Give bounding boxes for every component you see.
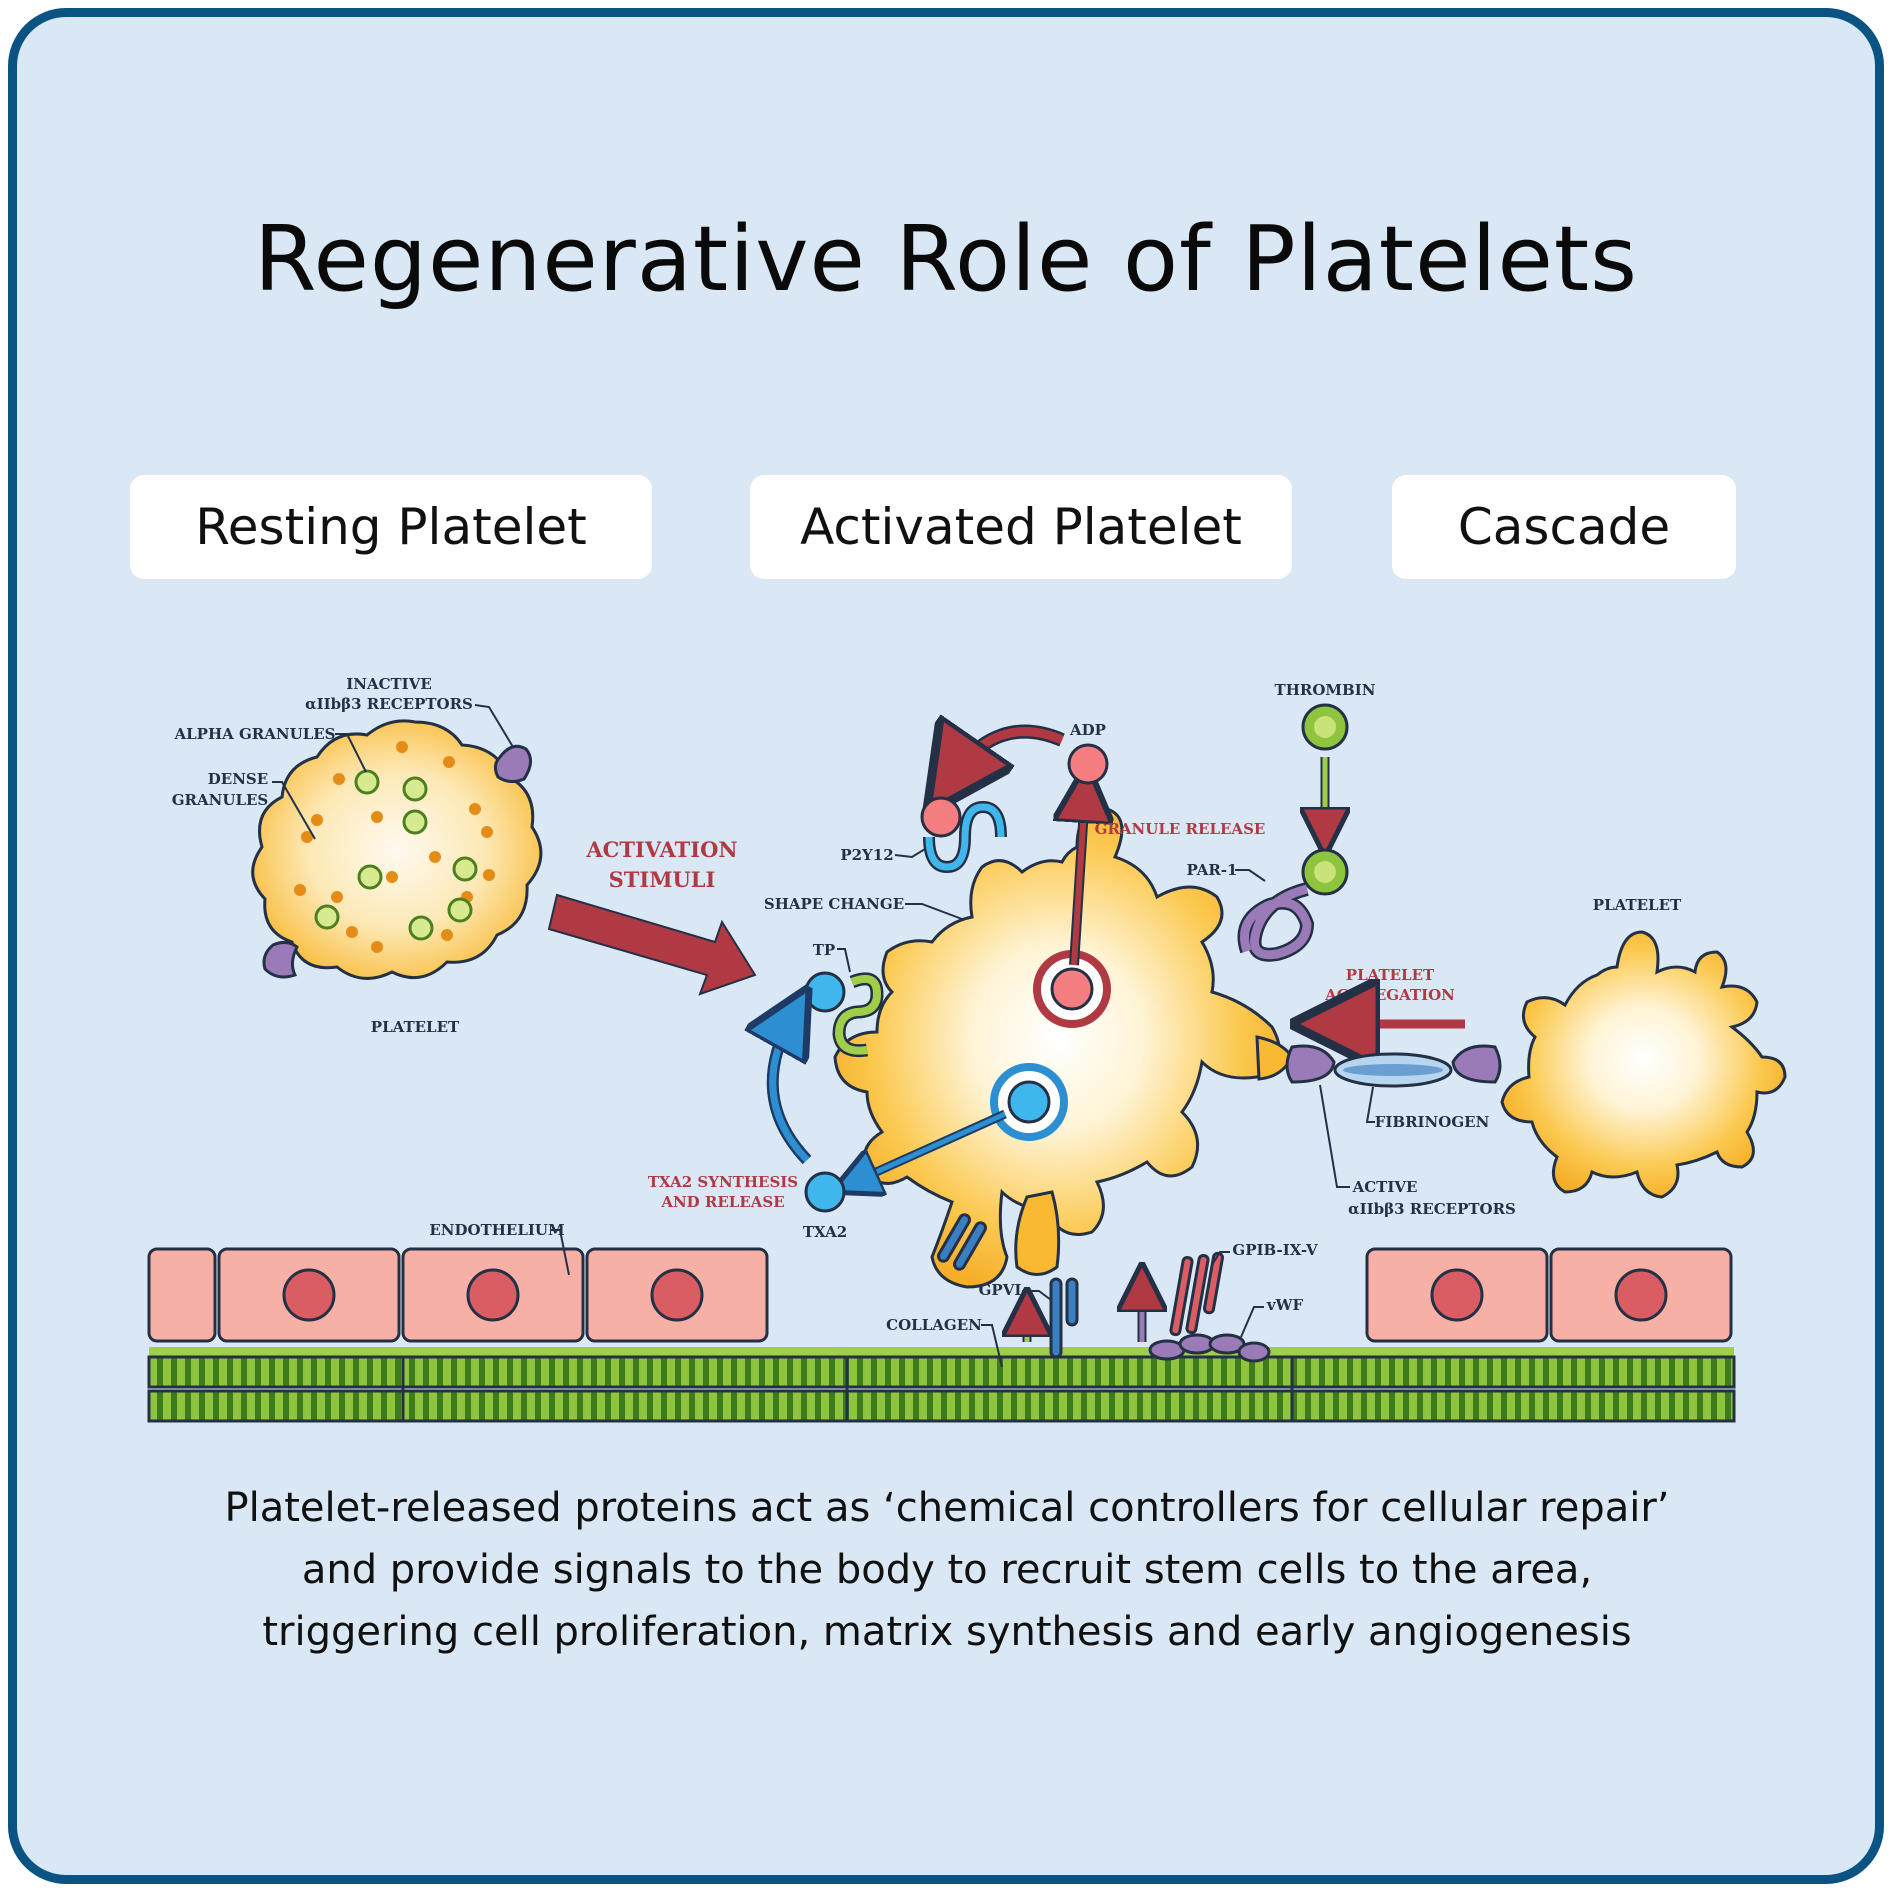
label-endothelium: ENDOTHELIUM: [429, 1221, 564, 1239]
label-activation: ACTIVATION: [585, 837, 737, 862]
label-active-receptors: αIIbβ3 RECEPTORS: [1348, 1200, 1516, 1218]
label-txa2-release: AND RELEASE: [660, 1193, 784, 1211]
label-inactive-receptors: αIIbβ3 RECEPTORS: [305, 695, 473, 713]
label-aggregation-2: AGGREGATION: [1324, 986, 1455, 1004]
activation-arrow: ACTIVATION STIMULI: [547, 837, 757, 996]
label-inactive: INACTIVE: [346, 675, 432, 693]
resting-platelet: [251, 719, 543, 980]
label-dense: DENSE: [208, 770, 268, 788]
platelet-right: PLATELET: [1500, 896, 1787, 1199]
label-vwf: vWF: [1266, 1296, 1304, 1314]
platelet-diagram: INACTIVE αIIbβ3 RECEPTORS ALPHA GRANULES…: [147, 675, 1787, 1423]
collagen-layer: [147, 1347, 1736, 1423]
caption-line-2: and provide signals to the body to recru…: [301, 1547, 1593, 1593]
label-par1: PAR-1: [1187, 861, 1238, 879]
label-p2y12: P2Y12: [840, 846, 893, 864]
label-fibrinogen: FIBRINOGEN: [1375, 1113, 1490, 1131]
caption: Platelet-released proteins act as ‘chemi…: [77, 1477, 1817, 1663]
page-title: Regenerative Role of Platelets: [254, 207, 1638, 312]
tab-cascade: Cascade: [1392, 475, 1736, 579]
infographic-card: Regenerative Role of Platelets Resting P…: [8, 8, 1884, 1884]
label-gpib: GPIB-IX-V: [1232, 1241, 1318, 1259]
tab-resting-platelet: Resting Platelet: [130, 475, 652, 579]
receptors-bottom: GPVI GPIB-IX-V vWF COLLAGEN: [886, 1213, 1318, 1368]
label-tp: TP: [813, 941, 835, 959]
label-gpvi: GPVI: [979, 1281, 1022, 1299]
activated-platelet: [835, 793, 1294, 1289]
endothelium-cells: [147, 1247, 1733, 1343]
txa2-pathway: TP TXA2 SYNTHESIS AND RELEASE TXA2: [648, 941, 884, 1241]
label-collagen: COLLAGEN: [886, 1316, 982, 1334]
label-thrombin: THROMBIN: [1275, 681, 1376, 699]
label-stimuli: STIMULI: [609, 867, 716, 892]
label-txa2: TXA2: [803, 1223, 847, 1241]
resting-labels: INACTIVE αIIbβ3 RECEPTORS ALPHA GRANULES…: [172, 675, 514, 1036]
aggregation: PLATELET AGGREGATION FIBRINOGEN ACTIVE α…: [1285, 966, 1516, 1218]
label-adp: ADP: [1069, 721, 1106, 739]
label-platelet-right: PLATELET: [1593, 896, 1682, 914]
label-platelet-left: PLATELET: [371, 1018, 460, 1036]
caption-line-3: triggering cell proliferation, matrix sy…: [262, 1609, 1632, 1655]
label-alpha-granules: ALPHA GRANULES: [173, 725, 335, 743]
label-aggregation-1: PLATELET: [1346, 966, 1435, 984]
label-granule-release: GRANULE RELEASE: [1095, 820, 1266, 838]
label-active: ACTIVE: [1352, 1178, 1418, 1196]
label-dense-granules: GRANULES: [172, 791, 269, 809]
label-shape-change: SHAPE CHANGE: [764, 895, 904, 913]
adp-pathway: ADP GRANULE RELEASE P2Y12 SHAPE CHANGE: [764, 721, 1266, 920]
label-txa2-synthesis: TXA2 SYNTHESIS: [648, 1173, 798, 1191]
thrombin-pathway: THROMBIN PAR-1: [1187, 681, 1376, 962]
tab-activated-platelet: Activated Platelet: [750, 475, 1292, 579]
caption-line-1: Platelet-released proteins act as ‘chemi…: [224, 1485, 1670, 1531]
